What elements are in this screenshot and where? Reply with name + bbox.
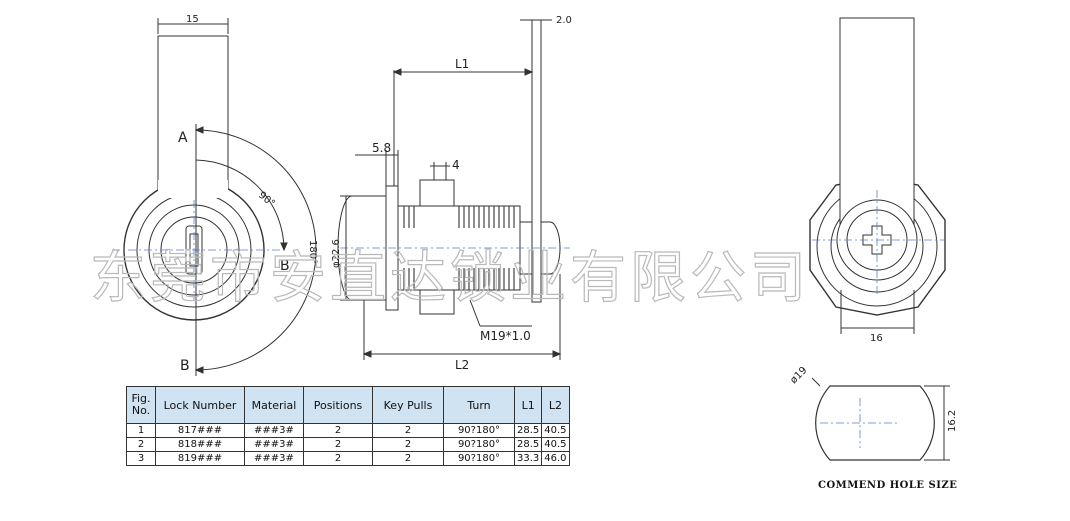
cell-positions: 2 <box>303 423 373 438</box>
cell-positions: 2 <box>303 437 373 452</box>
cell-material: ###3# <box>244 437 304 452</box>
cell-fig: 1 <box>126 423 156 438</box>
header-positions: Positions <box>303 386 373 424</box>
spec-table: Fig. No. Lock Number Material Positions … <box>126 386 570 466</box>
header-fig-no: Fig. No. <box>126 386 156 424</box>
front-angle-180: 180° <box>307 240 318 264</box>
cell-l2: 40.5 <box>541 423 570 438</box>
header-turn: Turn <box>443 386 515 424</box>
cell-lock-number: 817### <box>155 423 245 438</box>
side-dim-dia: φ22.6 <box>331 239 342 268</box>
back-dim-width: 16 <box>870 333 883 344</box>
hole-diagram <box>811 377 950 461</box>
front-dim-top-label: 15 <box>186 14 199 25</box>
hole-height: 16.2 <box>947 410 958 432</box>
back-view <box>809 17 946 334</box>
cell-material: ###3# <box>244 451 304 466</box>
side-dim-l1: L1 <box>455 57 469 71</box>
cell-turn: 90?180° <box>443 423 515 438</box>
front-angle-90: 90° <box>256 190 277 210</box>
front-label-b-bottom: B <box>180 358 190 374</box>
cell-fig: 3 <box>126 451 156 466</box>
cell-turn: 90?180° <box>443 437 515 452</box>
front-label-a: A <box>178 130 188 146</box>
cell-fig: 2 <box>126 437 156 452</box>
header-key-pulls: Key Pulls <box>372 386 444 424</box>
cell-key-pulls: 2 <box>372 437 444 452</box>
side-dim-nut: 4 <box>452 158 460 172</box>
side-dim-l2: L2 <box>455 358 469 372</box>
header-l2: L2 <box>541 386 570 424</box>
side-view <box>337 19 570 360</box>
table-row: 3 819### ###3# 2 2 90?180° 33.3 46.0 <box>126 451 570 466</box>
cell-l1: 28.5 <box>513 423 543 438</box>
cell-key-pulls: 2 <box>372 451 444 466</box>
cell-material: ###3# <box>244 423 304 438</box>
side-dim-flange: 5.8 <box>372 141 391 155</box>
cell-positions: 2 <box>303 451 373 466</box>
cell-l1: 33.3 <box>513 451 543 466</box>
header-material: Material <box>244 386 304 424</box>
cell-l2: 40.5 <box>541 437 570 452</box>
company-watermark: 东莞市安直达锁业有限公司 <box>90 246 810 311</box>
hole-title: COMMEND HOLE SIZE <box>818 480 957 491</box>
side-dim-thread: M19*1.0 <box>480 329 531 343</box>
cell-l1: 28.5 <box>513 437 543 452</box>
cell-lock-number: 818### <box>155 437 245 452</box>
table-row: 2 818### ###3# 2 2 90?180° 28.5 40.5 <box>126 437 570 452</box>
cell-turn: 90?180° <box>443 451 515 466</box>
cell-l2: 46.0 <box>541 451 570 466</box>
header-l1: L1 <box>513 386 543 424</box>
spec-table-header: Fig. No. Lock Number Material Positions … <box>126 386 570 424</box>
side-dim-thickness: 2.0 <box>556 15 572 26</box>
cell-lock-number: 819### <box>155 451 245 466</box>
front-view <box>112 18 317 376</box>
header-lock-number: Lock Number <box>155 386 245 424</box>
table-row: 1 817### ###3# 2 2 90?180° 28.5 40.5 <box>126 423 570 438</box>
front-label-b-right: B <box>280 258 290 274</box>
hole-dia: ø19 <box>788 365 809 386</box>
cell-key-pulls: 2 <box>372 423 444 438</box>
